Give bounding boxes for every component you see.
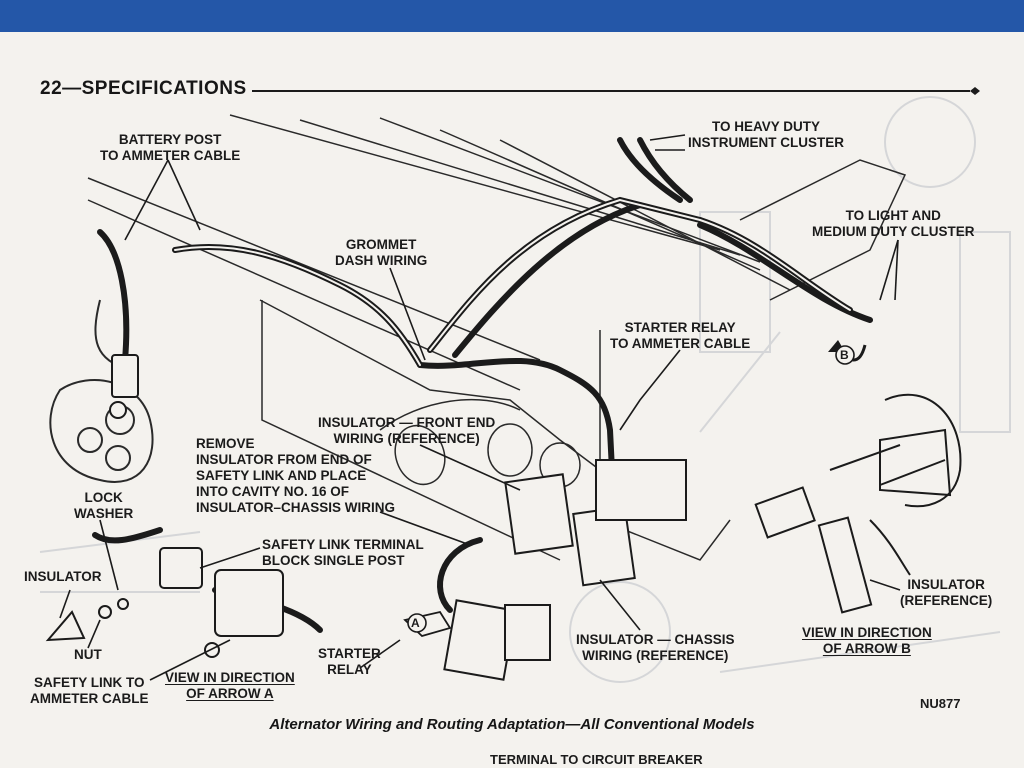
arrow-b-letter: B [840, 348, 849, 362]
label-starter-relay: STARTER RELAY [318, 646, 381, 677]
page-header: 22—SPECIFICATIONS [40, 78, 247, 99]
label-nut: NUT [74, 647, 102, 662]
label-view-arrow-a: VIEW IN DIRECTION OF ARROW A [165, 670, 295, 701]
label-lock-washer: LOCK WASHER [74, 490, 134, 521]
figure-caption: Alternator Wiring and Routing Adaptation… [269, 716, 755, 733]
label-insulator: INSULATOR [24, 569, 102, 584]
arrow-a-letter: A [411, 616, 420, 630]
view-arrow-a [403, 610, 452, 638]
label-starter-relay-cable: STARTER RELAY TO AMMETER CABLE [610, 320, 751, 351]
label-insulator-front-end: INSULATOR — FRONT END WIRING (REFERENCE) [318, 415, 496, 446]
label-heavy-duty-cluster: TO HEAVY DUTY INSTRUMENT CLUSTER [688, 119, 844, 150]
figure-number: NU877 [920, 696, 961, 711]
label-battery-post: BATTERY POST TO AMMETER CABLE [100, 132, 241, 163]
cable-highlight [174, 198, 851, 366]
label-safety-link-ammeter: SAFETY LINK TO AMMETER CABLE [30, 675, 149, 706]
label-view-arrow-b: VIEW IN DIRECTION OF ARROW B [802, 625, 932, 656]
label-terminal-circuit-breaker: TERMINAL TO CIRCUIT BREAKER [490, 752, 703, 767]
leader-lines [59, 134, 901, 681]
label-insulator-chassis: INSULATOR — CHASSIS WIRING (REFERENCE) [576, 632, 735, 663]
header-rule [252, 87, 980, 95]
label-safety-link-terminal: SAFETY LINK TERMINAL BLOCK SINGLE POST [262, 537, 424, 568]
view-arrow-b [828, 340, 867, 365]
label-grommet: GROMMET DASH WIRING [335, 237, 428, 268]
dash-panel [87, 114, 907, 561]
label-remove-insulator: REMOVE INSULATOR FROM END OF SAFETY LINK… [196, 436, 396, 515]
connectors [45, 354, 873, 681]
label-insulator-reference: INSULATOR (REFERENCE) [900, 577, 993, 608]
arrow-b-detail [829, 393, 962, 576]
label-light-medium-cluster: TO LIGHT AND MEDIUM DUTY CLUSTER [812, 208, 975, 239]
